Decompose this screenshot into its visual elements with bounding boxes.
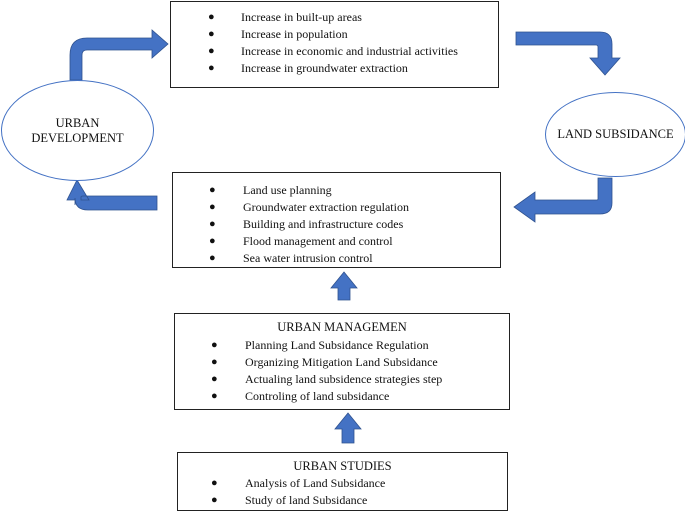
bullet-icon: ●	[208, 45, 215, 57]
bullet-icon: ●	[211, 373, 218, 385]
urban-studies-box: URBAN STUDIES ● Analysis of Land Subsida…	[177, 452, 508, 511]
arrow-subsidance-to-responses	[513, 177, 613, 223]
bullet-icon: ●	[208, 11, 215, 23]
bullet-icon: ●	[209, 184, 216, 196]
urban-studies-title: URBAN STUDIES	[293, 459, 392, 473]
bullet-icon: ●	[208, 62, 215, 74]
bullet-icon: ●	[209, 252, 216, 264]
bullet-icon: ●	[211, 390, 218, 402]
urban-development-ellipse: URBAN DEVELOPMENT	[1, 80, 154, 181]
arrow-studies-to-management	[334, 412, 362, 444]
urban-management-box: URBAN MANAGEMEN ● Planning Land Subsidan…	[174, 313, 510, 410]
urbanization-drivers-box: ● Increase in built-up areas ● Increase …	[170, 1, 499, 88]
bullet-icon: ●	[209, 235, 216, 247]
urban-development-line1: URBAN	[55, 115, 100, 130]
bullet-icon: ●	[208, 28, 215, 40]
arrow-drivers-to-subsidance	[515, 31, 621, 76]
arrow-management-to-responses	[330, 271, 358, 301]
bullet-icon: ●	[211, 356, 218, 368]
arrow-responses-to-development	[66, 179, 158, 211]
mitigation-measures-box: ● Land use planning ● Groundwater extrac…	[172, 172, 501, 268]
bullet-icon: ●	[209, 218, 216, 230]
land-subsidance-ellipse: LAND SUBSIDANCE	[545, 92, 685, 177]
urban-management-title: URBAN MANAGEMEN	[277, 320, 407, 334]
urban-development-line2: DEVELOPMENT	[31, 130, 124, 145]
bullet-icon: ●	[211, 477, 218, 489]
bullet-icon: ●	[211, 494, 218, 506]
bullet-icon: ●	[209, 201, 216, 213]
arrow-development-to-drivers	[69, 29, 169, 81]
bullet-icon: ●	[211, 339, 218, 351]
land-subsidance-label: LAND SUBSIDANCE	[557, 127, 674, 141]
